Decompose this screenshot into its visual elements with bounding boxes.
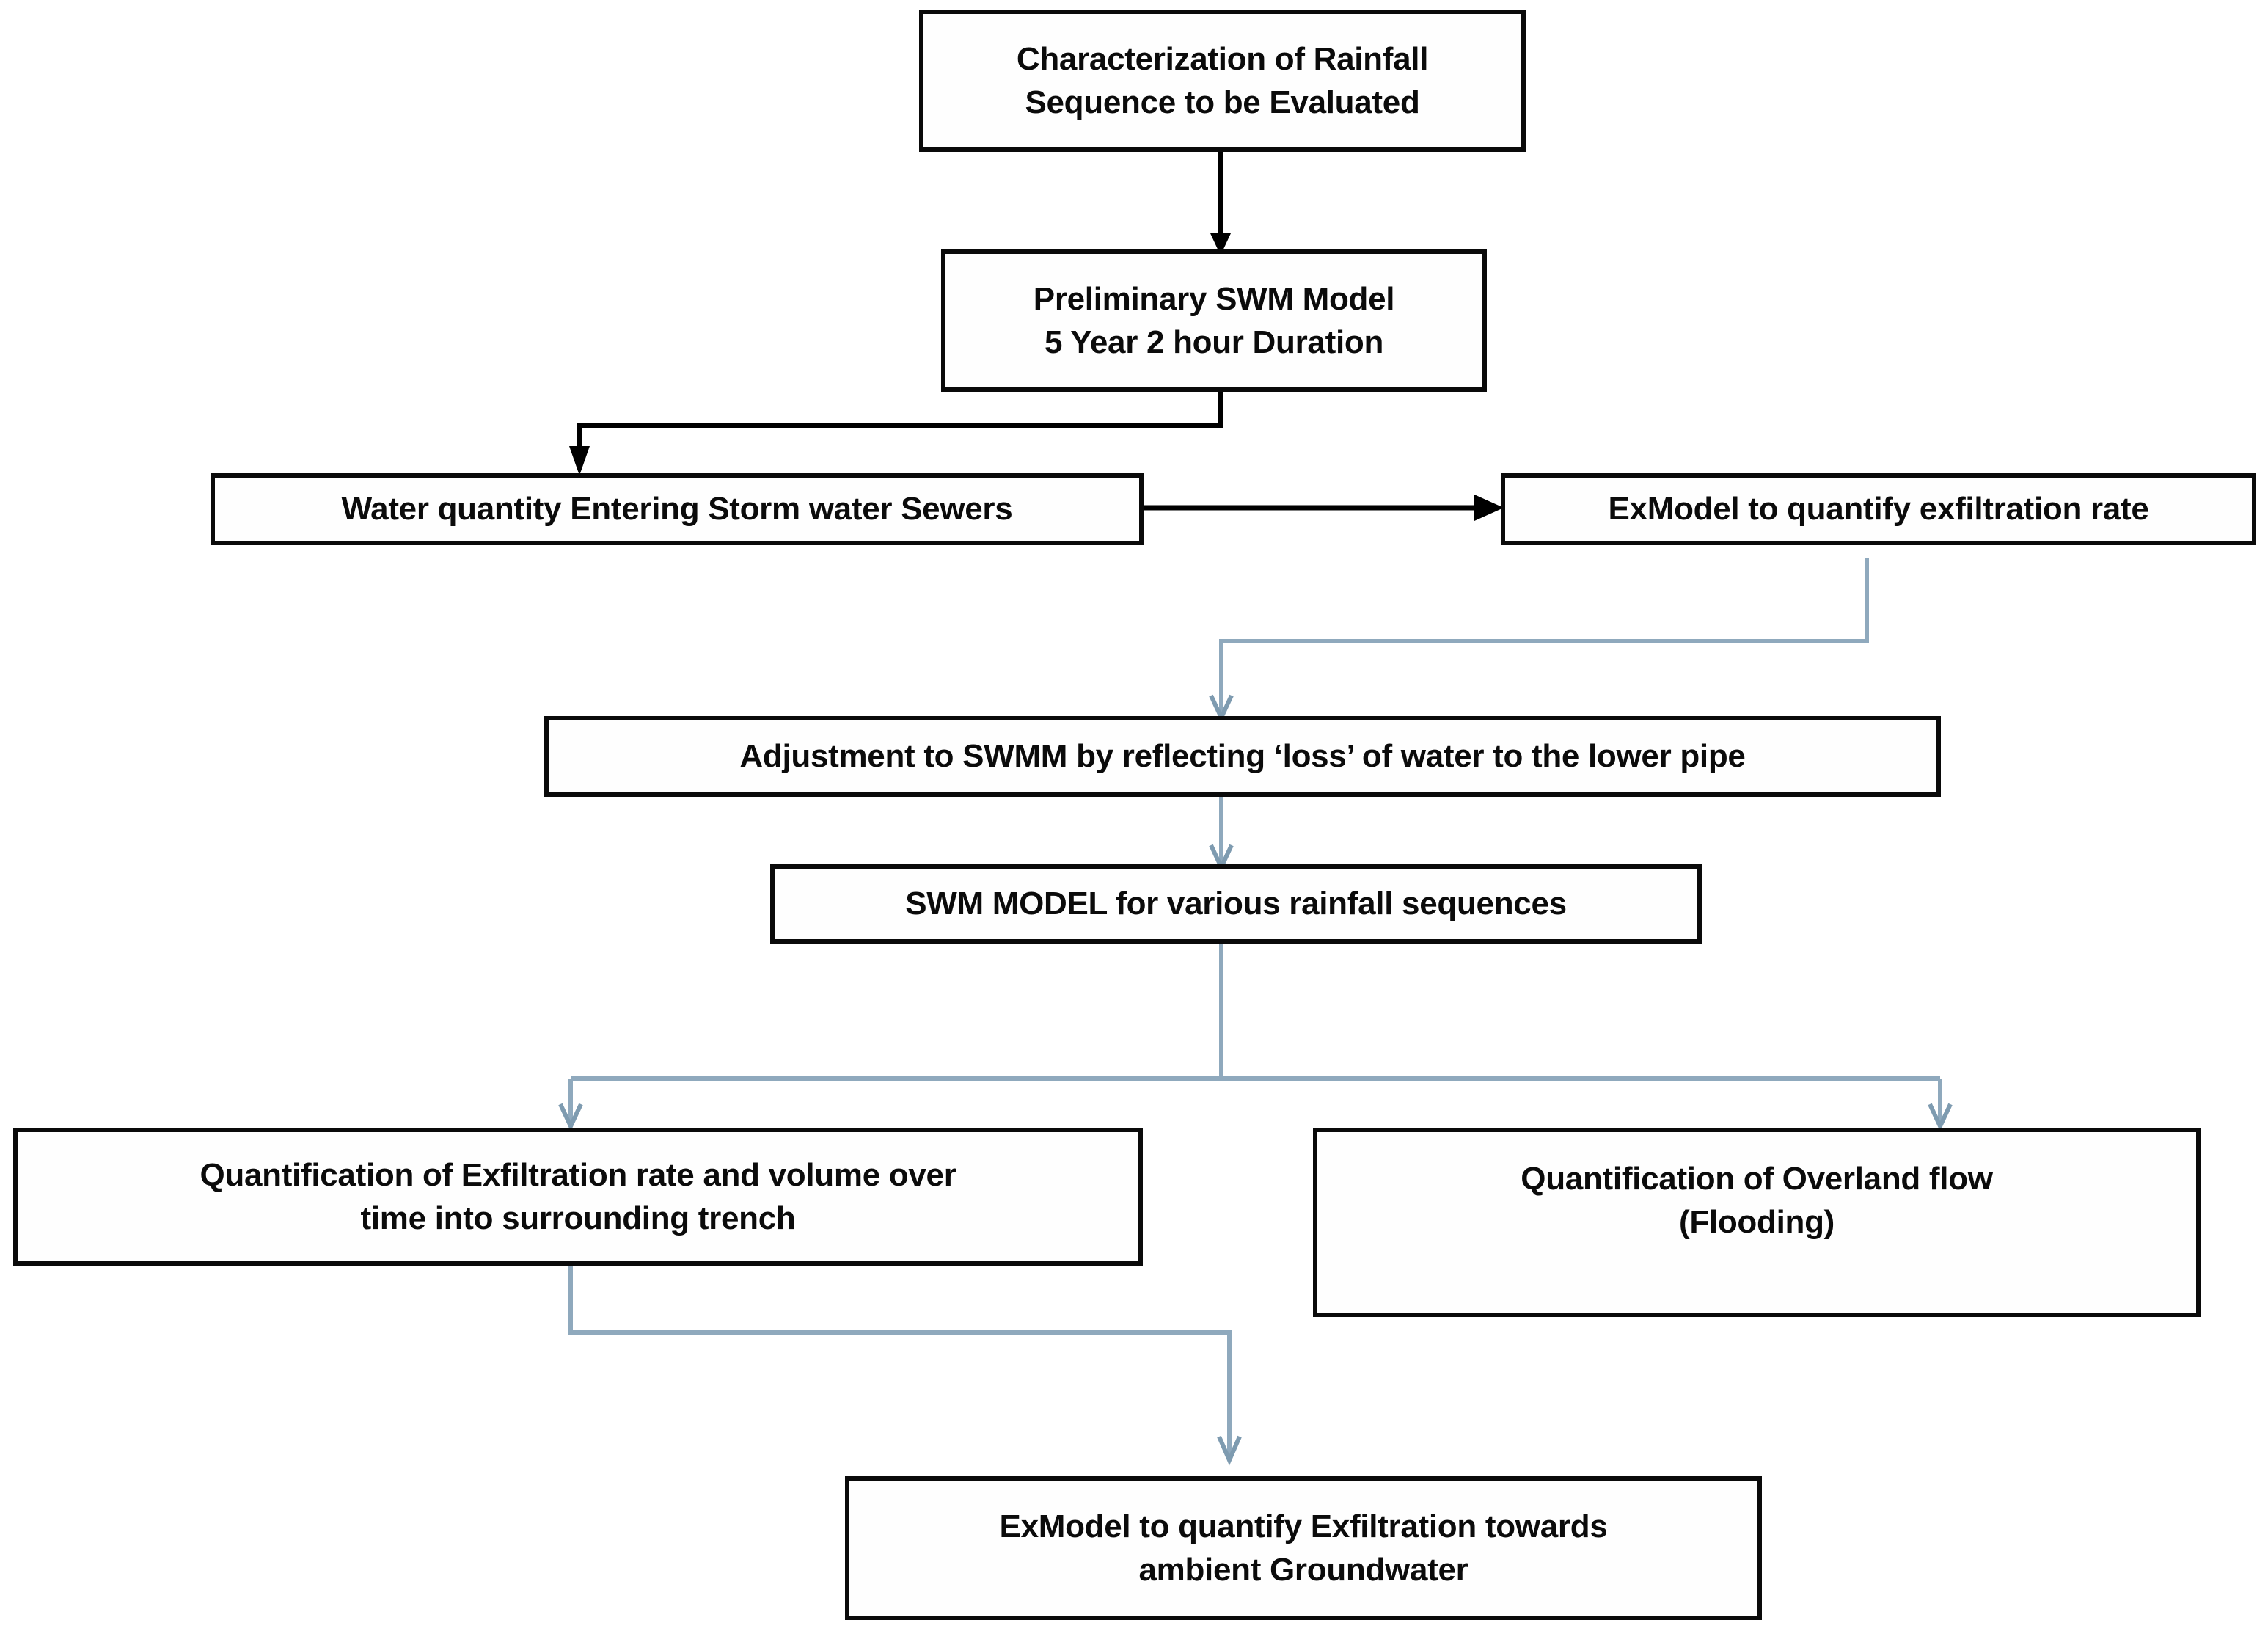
node-adjustment-to-swmm[interactable]: Adjustment to SWMM by reflecting ‘loss’ … [544,716,1941,797]
node-swm-model-various-rainfall-sequences[interactable]: SWM MODEL for various rainfall sequences [770,864,1702,944]
arrow-characterization-to-preliminary [1210,150,1231,255]
arrow-swm-model-split-bus [571,943,1940,1081]
node-characterization-of-rainfall-sequence[interactable]: Characterization of Rainfall Sequence to… [919,10,1526,152]
arrow-adjustment-to-swm-model [1209,797,1234,873]
node-label: Quantification of Exfiltration rate and … [200,1156,956,1236]
node-label: Adjustment to SWMM by reflecting ‘loss’ … [739,738,1746,775]
node-quantification-exfiltration-rate-volume-trench[interactable]: Quantification of Exfiltration rate and … [13,1128,1143,1266]
node-quantification-overland-flow-flooding[interactable]: Quantification of Overland flow (Floodin… [1313,1128,2201,1317]
node-label: ExModel to quantify exfiltration rate [1608,491,2149,528]
node-label: Characterization of Rainfall Sequence to… [1016,40,1429,120]
node-label: ExModel to quantify Exfiltration towards… [999,1508,1608,1588]
arrow-water-quantity-to-exmodel-rate [1141,495,1504,521]
node-water-quantity-entering-storm-water-sewers[interactable]: Water quantity Entering Storm water Sewe… [211,473,1144,545]
arrow-preliminary-to-water-quantity [569,391,1223,475]
arrow-swm-model-to-overland [1928,1079,1953,1132]
node-label: Quantification of Overland flow (Floodin… [1521,1161,1993,1241]
arrow-swm-model-to-trench [558,1079,583,1132]
node-label: SWM MODEL for various rainfall sequences [905,886,1567,922]
arrow-trench-to-exmodel-groundwater [568,1265,1242,1466]
node-label: Water quantity Entering Storm water Sewe… [341,491,1013,528]
node-exmodel-quantify-exfiltration-rate[interactable]: ExModel to quantify exfiltration rate [1501,473,2256,545]
node-exmodel-quantify-exfiltration-groundwater[interactable]: ExModel to quantify Exfiltration towards… [845,1476,1762,1620]
node-preliminary-swm-model[interactable]: Preliminary SWM Model 5 Year 2 hour Dura… [941,249,1487,392]
arrow-exmodel-rate-to-adjustment [1209,558,1869,723]
node-label: Preliminary SWM Model 5 Year 2 hour Dura… [1033,280,1395,360]
